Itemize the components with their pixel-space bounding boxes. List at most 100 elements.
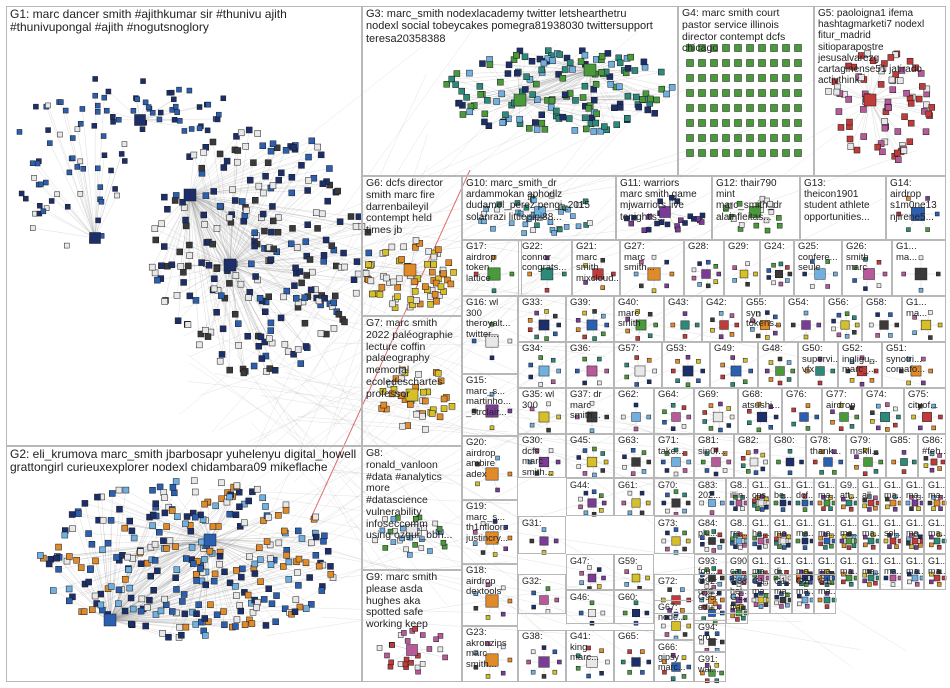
group-label-g1x11: G1... ma...: [840, 518, 855, 538]
group-label-g80: G80:: [774, 436, 803, 447]
group-box-g1x21: G1... ma...: [770, 574, 792, 614]
group-label-g1x23: G1... tra...: [730, 592, 745, 612]
group-label-g95: G95: edu...: [698, 592, 723, 612]
group-label-g15: G15: marc_s... martinho... _strclair...: [466, 376, 515, 419]
group-label-g48: G48:: [762, 344, 795, 355]
group-label-g42: G42:: [706, 298, 739, 309]
group-box-g23: G23: akronzips marc smith...: [462, 626, 518, 682]
group-box-g8x1: G8... illin...: [726, 478, 748, 516]
group-label-g62: G62:: [618, 390, 651, 401]
group-box-g75: G75: cityof...: [904, 388, 946, 434]
group-box-g1x29: G1... ma...: [902, 516, 924, 554]
group-label-g1x28: G1... ma...: [928, 518, 943, 538]
group-label-g56: G56:: [828, 298, 859, 309]
group-label-g9x1: G9... att...: [840, 480, 855, 500]
group-label-g6: G6: dcfs director smith marc fire darren…: [366, 178, 459, 237]
group-box-g34: G34:: [518, 342, 566, 388]
group-label-g70: G70:: [658, 480, 691, 490]
group-box-g1x24: G1... ma...: [814, 574, 836, 614]
group-label-g55: G55: syn tokens...: [746, 298, 781, 330]
group-label-g1x27: G1... ma...: [884, 556, 899, 576]
group-box-g55: G55: syn tokens...: [742, 296, 784, 342]
group-label-g1x3: G1... dcf...: [796, 480, 811, 500]
group-label-g46: G46:: [570, 592, 611, 602]
group-box-g18: G18: airdrop dextools: [462, 564, 518, 626]
group-box-g54: G54:: [784, 296, 824, 342]
group-box-g32: G32:: [518, 574, 566, 614]
group-box-g1x33: G1... ma...: [892, 240, 946, 296]
group-label-g27: G27: marc smith...: [624, 242, 681, 274]
group-box-g85: G85:: [886, 434, 918, 478]
group-label-g1x26: G1... ma...: [906, 556, 921, 576]
group-box-g14: G14: airdrop s1m0ne13 njirene5...: [886, 176, 946, 240]
group-label-g26: G26: smith marc: [846, 242, 889, 274]
group-box-g50: G50: supervi... vfx: [798, 342, 838, 388]
group-label-g36: G36:: [570, 344, 611, 355]
group-box-g42: G42:: [702, 296, 742, 342]
group-box-g1x22: G1... ma...: [792, 574, 814, 614]
group-box-g40: G40: marc smith: [614, 296, 664, 342]
group-box-g33: G33:: [518, 296, 566, 342]
group-box-g47: G47:: [566, 554, 614, 590]
group-box-g81: G81: sin0f...: [694, 434, 734, 478]
group-box-g30: G30: dcfs marc smith...: [518, 434, 566, 478]
group-box-g12: G12: thair790 mint marc_smith_dr alainfl…: [712, 176, 800, 240]
group-box-g27: G27: marc smith...: [620, 240, 684, 296]
group-label-g58: G58:: [866, 298, 899, 309]
group-label-g59: G59:: [618, 556, 651, 566]
group-box-g2: G2: eli_krumova marc_smith jbarbosapr yu…: [6, 446, 362, 682]
group-box-g56: G56:: [824, 296, 862, 342]
group-label-g1: G1: marc dancer smith #ajithkumar sir #t…: [10, 8, 359, 35]
group-box-g83: G83: 202...: [694, 478, 726, 516]
group-box-g1x13: G1... sol...: [880, 516, 902, 554]
group-label-g44: G44:: [570, 480, 611, 490]
group-label-g75: G75: cityof...: [908, 390, 943, 411]
group-box-g1x12: G1... ma...: [858, 516, 880, 554]
group-box-g1x23: G1... tra...: [726, 590, 748, 624]
group-box-g26: G26: smith marc: [842, 240, 892, 296]
group-label-g34: G34:: [522, 344, 563, 355]
group-box-g35: G35: wl 300: [518, 388, 566, 434]
group-label-g85: G85:: [890, 436, 915, 447]
group-label-g10: G10: marc_smith_dr ardammokan aphodlz du…: [466, 178, 613, 223]
group-box-g1x8: G1... ma...: [770, 516, 792, 554]
group-box-g1x20: G1... ma...: [748, 574, 770, 614]
group-label-g64: G64:: [658, 390, 691, 401]
group-label-g1x24: G1... ma...: [818, 576, 833, 596]
group-box-g11: G11: warriors marc smith game mjwarriors…: [616, 176, 712, 240]
group-label-g35: G35: wl 300: [522, 390, 563, 411]
group-box-g77: G77: airdrop: [822, 388, 862, 434]
group-box-g84: G84: plu...: [694, 516, 726, 554]
group-label-g40: G40: marc smith: [618, 298, 661, 330]
group-box-g13: G13: theicon1901 student athlete opportu…: [800, 176, 886, 240]
group-box-g19: G19: marc_s... th1nfloors justincry...: [462, 500, 518, 564]
group-label-g20: G20: airdrop ambire adex: [466, 438, 515, 481]
group-label-g1x22: G1... ma...: [796, 576, 811, 596]
group-box-g48: G48:: [758, 342, 798, 388]
group-label-g84: G84: plu...: [698, 518, 723, 538]
group-label-g32: G32:: [522, 576, 563, 586]
group-label-g51: G51: synotri... comafo...: [886, 344, 943, 376]
group-label-g22: G22: connor congrats...: [522, 242, 569, 274]
group-box-g1x30: G1... ma...: [924, 478, 946, 516]
group-label-g81: G81: sin0f...: [698, 436, 731, 457]
group-box-g1x31: G1... ma...: [902, 478, 924, 516]
group-label-g18: G18: airdrop dextools: [466, 566, 515, 598]
group-box-g17: G17: airdrop token lattice: [462, 240, 522, 296]
group-label-g52: G52: ingligu... marc_...: [842, 344, 879, 376]
group-box-g1: G1: marc dancer smith #ajithkumar sir #t…: [6, 6, 362, 446]
group-box-g95: G95: edu...: [694, 590, 726, 624]
group-box-g91: G91: wal...: [694, 652, 726, 682]
group-label-g1x8: G1... ma...: [774, 518, 789, 538]
group-label-g11: G11: warriors marc smith game mjwarriors…: [620, 178, 709, 223]
group-box-g1x2: G1... be...: [770, 478, 792, 516]
group-label-g23: G23: akronzips marc smith...: [466, 628, 515, 671]
group-label-g1x9: G1... ma...: [796, 518, 811, 538]
group-box-g25: G25: confere... seule: [794, 240, 842, 296]
group-label-g94: G94: cro...: [698, 622, 723, 642]
group-box-g82: G82:: [734, 434, 770, 478]
group-label-g1x5: G1... all: [862, 480, 877, 500]
group-box-g6: G6: dcfs director smith marc fire darren…: [362, 176, 462, 316]
group-label-g69: G69:: [698, 390, 735, 401]
group-label-g1x21: G1... ma...: [774, 576, 789, 596]
